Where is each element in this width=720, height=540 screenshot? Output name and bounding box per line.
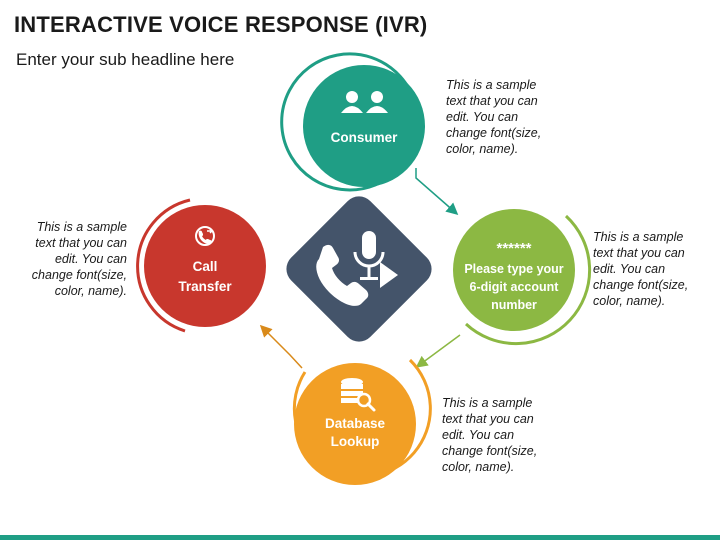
description-line: edit. You can <box>593 262 666 276</box>
transfer-line-1: Call <box>193 259 218 274</box>
arrow-consumer-to-account <box>415 168 459 215</box>
description-line: edit. You can <box>54 252 127 266</box>
description-line: color, name). <box>54 284 127 298</box>
call-transfer-icon <box>195 226 215 246</box>
account-line-3: number <box>491 298 537 312</box>
arrow-account-to-database <box>415 334 461 368</box>
description-line: change font(size, <box>446 126 542 140</box>
node-account: ****** Please type your 6-digit account … <box>453 209 592 346</box>
database-line-1: Database <box>325 416 386 431</box>
description-database: This is a sample text that you can edit.… <box>442 395 572 475</box>
account-line-1: Please type your <box>464 262 563 276</box>
description-line: color, name). <box>442 460 515 474</box>
description-line: text that you can <box>35 236 127 250</box>
transfer-outer-arc <box>136 198 191 333</box>
phone-microphone-play-icon <box>316 231 398 306</box>
transfer-circle <box>144 205 266 327</box>
description-line: change font(size, <box>31 268 127 282</box>
description-line: This is a sample <box>442 396 533 410</box>
description-line: text that you can <box>442 412 534 426</box>
account-line-2: 6-digit account <box>470 280 560 294</box>
description-line: This is a sample <box>593 230 684 244</box>
description-transfer: This is a sample text that you can edit.… <box>0 219 127 299</box>
description-line: This is a sample <box>446 78 537 92</box>
arrow-database-to-transfer <box>259 324 303 369</box>
people-icon <box>341 91 388 113</box>
node-consumer: Consumer <box>280 52 425 192</box>
account-mask: ****** <box>496 240 531 257</box>
database-line-2: Lookup <box>331 434 380 449</box>
consumer-label: Consumer <box>331 130 399 145</box>
node-database: Database Lookup <box>292 358 432 485</box>
transfer-line-2: Transfer <box>178 279 232 294</box>
account-outer-arc <box>464 214 592 346</box>
node-transfer: Call Transfer <box>136 198 266 333</box>
description-line: text that you can <box>593 246 685 260</box>
footer-bar <box>0 535 720 540</box>
description-consumer: This is a sample text that you can edit.… <box>446 77 576 157</box>
description-line: edit. You can <box>442 428 515 442</box>
page-title: INTERACTIVE VOICE RESPONSE (IVR) <box>14 12 428 37</box>
description-line: color, name). <box>446 142 519 156</box>
database-circle <box>294 363 416 485</box>
description-line: change font(size, <box>442 444 538 458</box>
description-line: This is a sample <box>36 220 127 234</box>
page-subtitle: Enter your sub headline here <box>16 50 235 69</box>
database-search-icon <box>341 378 376 412</box>
center-diamond <box>286 196 432 342</box>
account-circle <box>453 209 575 331</box>
description-line: edit. You can <box>446 110 519 124</box>
description-line: change font(size, <box>593 278 689 292</box>
description-account: This is a sample text that you can edit.… <box>593 229 718 309</box>
description-line: text that you can <box>446 94 538 108</box>
consumer-circle <box>303 65 425 187</box>
description-line: color, name). <box>593 294 666 308</box>
